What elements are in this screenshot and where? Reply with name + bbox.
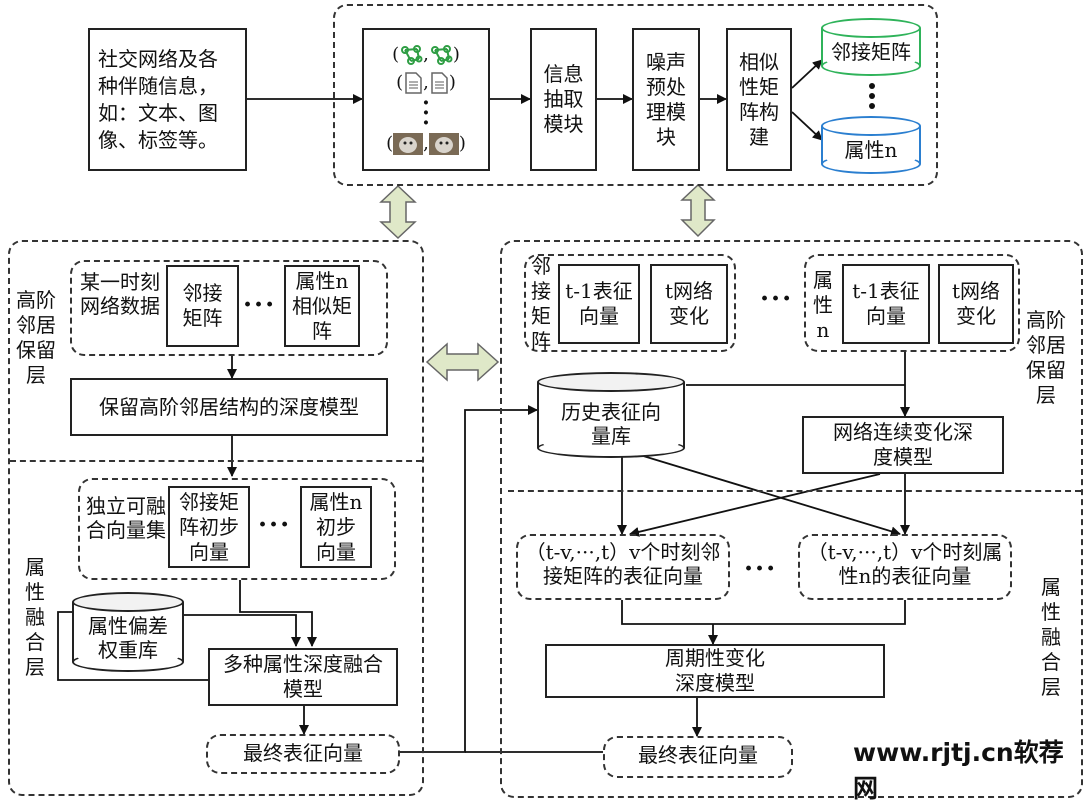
noise-preprocess-module: 噪声预处理模块 (632, 28, 700, 171)
adj-initial-vector-box: 邻接矩阵初步向量 (168, 486, 250, 568)
input-samples-box: (,) (,) ··· (,) (362, 28, 490, 171)
right-layer-divider (508, 490, 1081, 492)
left-adjacency-box: 邻接矩阵 (166, 265, 239, 347)
right-attr-vertical-label: 属性n (813, 268, 833, 342)
source-text: 社交网络及各种伴随信息，如：文本、图像、标签等。 (98, 46, 218, 152)
line-biasdb-to-fusion (183, 614, 301, 647)
net-continuous-change-model: 网络连续变化深度模型 (802, 416, 1004, 474)
adj-prev-vector-box: t-1表征向量 (558, 264, 640, 344)
net-continuous-change-label: 网络连续变化深度模型 (833, 420, 973, 469)
adjacency-matrix-db: 邻接矩阵 (821, 18, 921, 76)
right-layer-bottom-label: 属性融合层 (1041, 575, 1061, 699)
fusion-set-label: 独立可融合向量集 (86, 494, 166, 543)
noise-preprocess-label: 噪声预处理模块 (646, 49, 686, 149)
snapshot-label: 某一时刻网络数据 (80, 270, 160, 319)
network-graph-icon (401, 44, 423, 65)
high-order-deep-model-label: 保留高阶邻居结构的深度模型 (99, 394, 359, 419)
multi-attr-fusion-model: 多种属性深度融合模型 (208, 648, 398, 706)
arrow-sim-to-db1 (791, 59, 823, 89)
similarity-matrix-label: 相似性矩阵构建 (739, 49, 779, 149)
arrow-sim-to-db2 (791, 111, 823, 141)
left-attr-sim-box: 属性n相似矩阵 (284, 265, 360, 347)
db-ellipsis (869, 83, 875, 109)
history-db-label: 历史表征向量库 (561, 400, 661, 448)
right-adj-group (524, 254, 736, 352)
animal-image-icon (428, 132, 459, 155)
left-panel-frame (8, 240, 424, 796)
attr-initial-vector-label: 属性n初步向量 (309, 489, 363, 564)
attr-window-vector-box (798, 534, 1012, 600)
sample-row-documents: (,) (396, 72, 456, 95)
left-adjacency-label: 邻接矩阵 (182, 281, 223, 330)
arrow-left-3 (239, 580, 317, 647)
adj-net-change-label: t网络变化 (664, 279, 714, 328)
similarity-matrix-module: 相似性矩阵构建 (726, 28, 792, 171)
right-ellipsis-1: ··· (760, 284, 794, 314)
left-layer-divider (10, 460, 422, 462)
attr-prev-vector-box: t-1表征向量 (842, 264, 930, 344)
attr-initial-vector-box: 属性n初步向量 (300, 486, 372, 568)
double-arrow-left (379, 184, 417, 240)
site-watermark: www.rjtj.cn软荐网 (853, 738, 1064, 803)
right-panel-frame (500, 240, 1083, 798)
adj-prev-vector-label: t-1表征向量 (565, 279, 633, 328)
sample-row-ellipsis: ··· (422, 89, 430, 136)
left-input-group (70, 260, 388, 356)
top-pipeline-frame (333, 4, 938, 186)
adj-window-vector-label: （t-v,···,t）v个时刻邻接矩阵的表征向量 (525, 540, 721, 589)
left-vector-group (78, 478, 396, 580)
right-attr-group (804, 254, 1020, 352)
adj-initial-vector-label: 邻接矩阵初步向量 (179, 489, 239, 564)
bias-db-label: 属性偏差权重库 (88, 614, 168, 662)
double-arrow-right-vertical (680, 183, 716, 238)
attribute-n-db: 属性n (821, 116, 921, 174)
left-attr-sim-label: 属性n相似矩阵 (292, 268, 352, 343)
arrow-cont-to-adjwin (629, 473, 881, 537)
attr-window-vector-label: （t-v,···,t）v个时刻属性n的表征向量 (807, 540, 1003, 589)
attribute-bias-weight-db: 属性偏差权重库 (72, 592, 184, 672)
attr-net-change-label: t网络变化 (951, 279, 1001, 328)
left-ellipsis-2: ··· (258, 510, 292, 540)
left-final-vector-label: 最终表征向量 (243, 741, 363, 765)
sample-row-images: (,) (386, 132, 466, 155)
right-ellipsis-2: ··· (744, 554, 778, 584)
periodic-change-label: 周期性变化深度模型 (665, 646, 765, 695)
adj-window-vector-box (516, 534, 730, 600)
info-extraction-module: 信息抽取模块 (530, 28, 597, 171)
document-icon (405, 72, 422, 95)
document-icon (431, 72, 448, 95)
attr-net-change-box: t网络变化 (938, 264, 1014, 344)
history-vector-db: 历史表征向量库 (537, 372, 685, 458)
animal-image-icon (393, 132, 424, 155)
left-ellipsis-1: ··· (243, 290, 277, 320)
line-windows-merge (621, 600, 906, 625)
high-order-deep-model: 保留高阶邻居结构的深度模型 (70, 378, 388, 436)
right-adj-vertical-label: 邻接矩阵 (531, 254, 551, 353)
line-fusion-feedback (57, 611, 208, 681)
multi-attr-fusion-label: 多种属性深度融合模型 (223, 652, 383, 701)
adjacency-db-label: 邻接矩阵 (831, 40, 911, 64)
adj-net-change-box: t网络变化 (650, 264, 728, 344)
left-layer-bottom-label: 属性融合层 (25, 555, 45, 679)
right-layer-top-label: 高阶邻居保留层 (1026, 308, 1066, 407)
left-layer-top-label: 高阶邻居保留层 (16, 288, 56, 387)
attr-prev-vector-label: t-1表征向量 (852, 279, 920, 328)
right-final-vector-label: 最终表征向量 (638, 743, 758, 767)
source-data-box: 社交网络及各种伴随信息，如：文本、图像、标签等。 (88, 28, 247, 171)
periodic-change-model: 周期性变化深度模型 (545, 644, 885, 698)
info-extraction-label: 信息抽取模块 (543, 62, 584, 136)
sample-row-networks: (,) (392, 43, 460, 65)
left-final-vector-box (206, 734, 400, 774)
network-graph-icon (430, 44, 453, 65)
attribute-db-label: 属性n (844, 138, 898, 162)
arrow-hist-to-attrwin (639, 454, 901, 537)
double-arrow-horizontal (425, 342, 500, 382)
right-final-vector-box (603, 736, 793, 778)
